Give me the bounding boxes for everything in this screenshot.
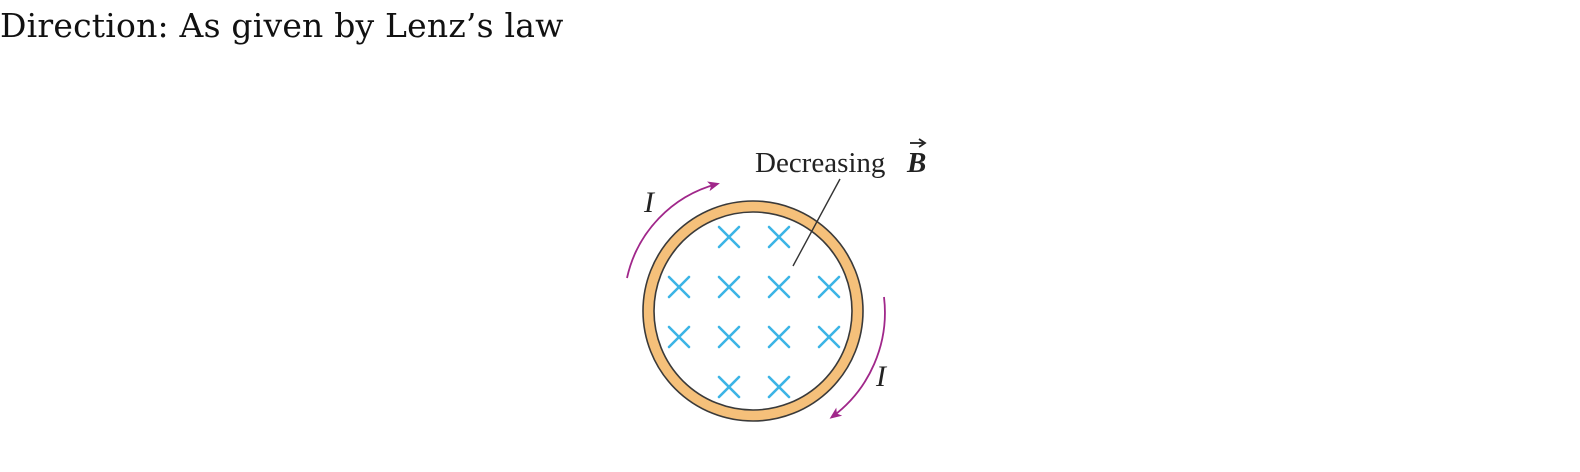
field-into-page-icon — [767, 275, 791, 299]
field-into-page-icon — [767, 375, 791, 399]
field-into-page-icon — [817, 275, 841, 299]
field-into-page-icon — [717, 275, 741, 299]
vector-arrow-icon — [910, 138, 927, 148]
field-into-page-icon — [767, 225, 791, 249]
conducting-loop — [642, 200, 864, 422]
field-into-page-icon — [717, 225, 741, 249]
field-into-page-icon — [817, 325, 841, 349]
current-arrow-icon — [829, 296, 886, 419]
field-into-page-icon — [667, 275, 691, 299]
field-label-text: Decreasing — [755, 147, 885, 179]
field-label: Decreasing — [755, 147, 885, 179]
field-label-leader-line — [792, 178, 841, 267]
field-into-page-icon — [767, 325, 791, 349]
field-into-page-icon — [717, 325, 741, 349]
current-label-lower: I — [875, 360, 888, 393]
page-heading: Direction: As given by Lenz’s law — [0, 6, 564, 45]
field-marks-group — [667, 225, 841, 399]
current-label-upper: I — [643, 186, 656, 219]
field-symbol: B — [906, 147, 926, 179]
loop-interior — [653, 211, 853, 411]
field-into-page-icon — [717, 375, 741, 399]
field-into-page-icon — [667, 325, 691, 349]
current-arrow-icon — [626, 181, 720, 279]
